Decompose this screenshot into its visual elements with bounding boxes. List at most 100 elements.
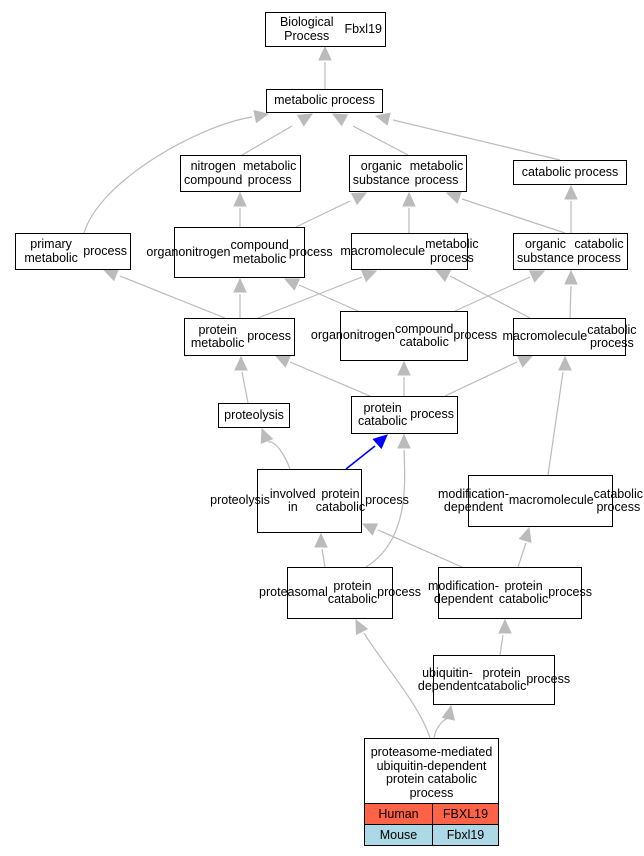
- edge-orgnit-orgsub: [295, 200, 351, 228]
- edge-ubiq-moddepprot: [499, 634, 504, 656]
- edge-macromet-orgsub-arrowhead: [402, 191, 416, 207]
- legend-human-species: Human: [365, 803, 433, 824]
- edge-orgsub-metabolic: [352, 125, 409, 156]
- edge-nitrogen-metabolic: [241, 125, 293, 156]
- node-leaf-line: process: [409, 785, 454, 800]
- node-root-line: Fbxl19: [344, 21, 382, 36]
- edge-proteasomal-protcat-arrowhead: [397, 433, 411, 449]
- node-moddep-macro-line: catabolic process: [593, 486, 643, 514]
- edge-protcat-orgnitcat-arrowhead: [397, 360, 411, 376]
- edge-protcat-protmet-arrowhead: [274, 355, 292, 368]
- edge-macrocat-orgsubcat-arrowhead: [564, 269, 578, 285]
- edge-proteolysis-protmet-arrowhead: [234, 355, 248, 371]
- edge-orgnit-orgsub-arrowhead: [350, 192, 368, 206]
- edge-primary-metabolic-arrowhead: [253, 109, 270, 124]
- node-protein-met-line: protein metabolic: [190, 322, 245, 350]
- node-proteasomal-line: protein catabolic: [327, 578, 378, 606]
- edge-macrocat-macromet-arrowhead: [434, 269, 452, 283]
- edge-protmet-macromet: [257, 276, 363, 319]
- node-ubiq-line: protein catabolic: [477, 665, 527, 693]
- edge-metabolic-root-arrowhead: [318, 45, 332, 61]
- edge-protmet-macromet-arrowhead: [360, 269, 378, 283]
- node-leaf-line: ubiquitin-dependent: [376, 758, 487, 773]
- edge-proteolysisinv-proteolysis: [267, 441, 291, 470]
- edge-leaf-ubiq-arrowhead: [441, 704, 456, 721]
- edge-proteolysisinv-proteolysis-arrowhead: [260, 427, 274, 445]
- node-metabolic[interactable]: metabolic process: [266, 89, 383, 113]
- edge-primary-metabolic: [83, 116, 253, 234]
- edge-leaf-proteasomal: [363, 632, 431, 739]
- edge-orgsubcat-orgsub: [461, 198, 566, 234]
- legend-mouse-gene: Fbxl19: [433, 824, 498, 845]
- edge-orgnit-nitrogen-arrowhead: [233, 191, 247, 207]
- edge-orgsubcat-orgsub-arrowhead: [445, 191, 462, 204]
- node-moddep-protein-line: protein catabolic: [498, 578, 549, 606]
- node-organonitro-cat-line: organonitrogen: [310, 328, 395, 343]
- edge-leaf-ubiq: [433, 717, 450, 739]
- node-orgsub-cat-line: catabolic process: [574, 237, 624, 265]
- node-ubiq-line: ubiquitin-dependent: [417, 665, 477, 693]
- edge-proteolysis-protmet: [241, 371, 249, 404]
- edge-moddepprot-proteolysisinv: [377, 529, 463, 568]
- node-protein-met-line: process: [247, 329, 291, 344]
- node-catabolic[interactable]: catabolic process: [513, 160, 627, 185]
- node-macro-met-line: metabolic process: [425, 237, 479, 265]
- node-macro-cat-line: macromolecule: [502, 329, 588, 344]
- node-orgsub-met-line: metabolic process: [409, 159, 464, 187]
- edge-orgsubcat-catabolic-arrowhead: [564, 184, 578, 200]
- edge-protmet-primary-arrowhead: [102, 268, 120, 282]
- node-orgsub-cat-line: organic substance: [517, 237, 574, 265]
- edge-moddepprot-moddepmacro: [517, 542, 527, 568]
- edge-proteolysisinv-protcat-highlight-arrowhead: [372, 434, 388, 450]
- node-organonitro-cat-line: compound catabolic: [394, 321, 454, 349]
- node-leaf-title: proteasome-mediated ubiquitin-dependent …: [365, 739, 498, 807]
- legend-mouse-species: Mouse: [365, 824, 433, 845]
- edge-moddepprot-moddepmacro-arrowhead: [518, 526, 532, 543]
- node-moddep-protein-line: process: [548, 585, 592, 600]
- edge-ubiq-moddepprot-arrowhead: [498, 618, 512, 634]
- node-proteasome-mediated[interactable]: proteasome-mediated ubiquitin-dependent …: [364, 738, 499, 846]
- node-protein-cat-line: protein catabolic: [357, 400, 408, 428]
- edge-protmet-orgnit-arrowhead: [233, 277, 247, 293]
- node-moddep-protein-line: modification-dependent: [428, 578, 499, 606]
- edge-proteasomal-proteolysisinv-arrowhead: [314, 532, 328, 548]
- edge-catabolic-metabolic-arrowhead: [374, 112, 391, 126]
- edge-proteolysisinv-protcat-highlight: [345, 445, 376, 470]
- node-organonitro-met-line: organonitrogen: [146, 244, 231, 259]
- edge-protmet-primary: [119, 275, 226, 319]
- edge-proteasomal-proteolysisinv: [321, 548, 326, 568]
- edge-orgnitcat-orgnit-arrowhead: [283, 278, 301, 291]
- node-proteolysis-inv-line: process: [365, 493, 409, 508]
- node-proteolysis-inv-line: protein catabolic: [315, 486, 366, 514]
- node-proteolysis-inv-line: proteolysis: [210, 493, 270, 508]
- edge-orgnitcat-orgsubcat-arrowhead: [528, 270, 546, 283]
- node-ubiq-line: process: [526, 672, 571, 687]
- node-leaf-line: protein catabolic: [385, 772, 477, 786]
- node-primary-line: primary metabolic: [24, 237, 78, 265]
- node-proteolysis[interactable]: proteolysis: [218, 403, 290, 428]
- edge-orgsub-metabolic-arrowhead: [331, 113, 349, 127]
- node-orgsub-met-line: organic substance: [352, 159, 410, 187]
- node-proteolysis-inv-line: involved in: [269, 486, 316, 514]
- edge-protcat-macrocat: [444, 361, 518, 397]
- legend-human-gene: FBXL19: [433, 803, 498, 824]
- node-organonitro-met-line: process: [288, 244, 333, 259]
- edge-protcat-macrocat-arrowhead: [516, 355, 534, 368]
- edge-protcat-protmet: [289, 361, 371, 397]
